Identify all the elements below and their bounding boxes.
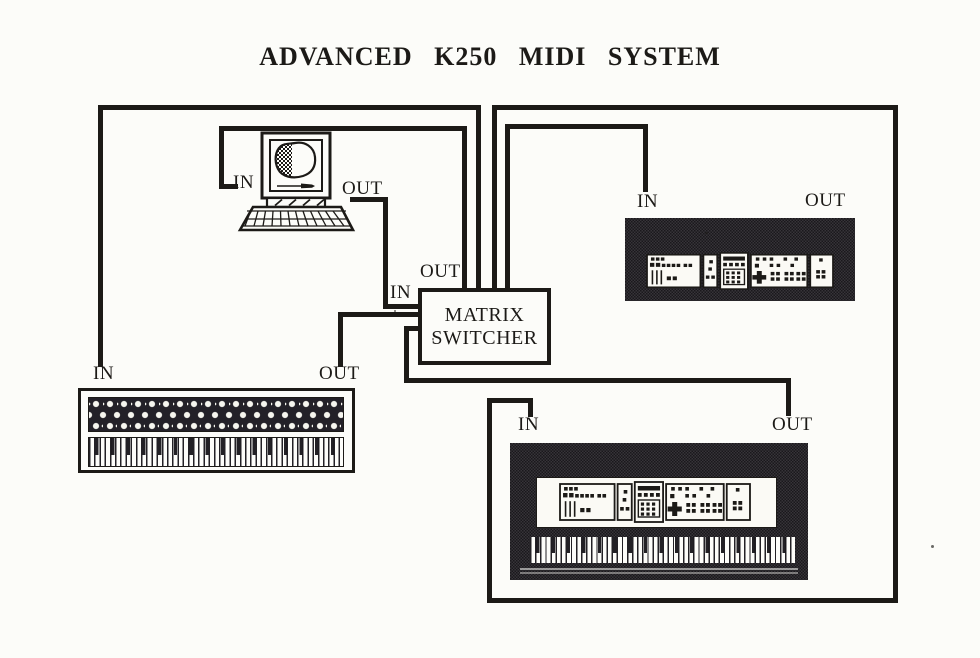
scan-speck [705,232,708,234]
k250-trim-line [520,568,798,570]
switcher-out-port-label: OUT [420,261,461,282]
keyboard-right-out-label: OUT [772,414,813,435]
wire-kbdleft-in-drop [476,105,481,290]
expander-out-label: OUT [805,190,846,211]
expander-in-label: IN [637,191,659,212]
page-title: ADVANCED K250 MIDI SYSTEM [259,42,721,71]
wire-computer-in-drop [462,126,467,290]
computer-keyboard-grid [243,210,350,227]
scan-speck [931,545,934,548]
synth-knob-panel [88,397,344,432]
expander-control-panel [646,252,834,290]
scan-speck [394,310,396,312]
computer-out-label: OUT [342,178,383,199]
wire-kbdright-out-from-box [404,326,418,331]
keyboard-left-in-label: IN [93,363,115,384]
keyboard-left-out-label: OUT [319,363,360,384]
k250-trim-line-2 [520,572,798,574]
screen-blob-dither [275,142,292,178]
k250-piano-keys [530,537,795,563]
wire-rack-in-stub [643,124,648,192]
wire-computer-out-into-box [383,304,418,309]
computer-illustration [237,131,356,232]
screen-pencil-tip [301,183,315,189]
wire-computer-in-horizontal [219,126,467,131]
wire-kbdright-in-shelf [487,398,533,403]
matrix-switcher-label-line1: MATRIX [444,303,525,326]
wire-kbdright-in-left-vertical [487,400,492,603]
synth-piano-keys [88,437,344,467]
expander-module [625,218,855,301]
wire-kbdright-in-top [492,105,897,110]
wire-kbdright-out-horizontal [404,378,791,383]
keyboard-right-in-label: IN [518,414,540,435]
scan-speck [432,338,434,340]
matrix-switcher-box: MATRIX SWITCHER [418,288,551,365]
k250-black-keys [530,537,795,553]
matrix-switcher-label-line2: SWITCHER [431,326,538,349]
keyboard-synth [78,388,355,473]
switcher-in-port-label: IN [390,282,412,303]
wire-kbdleft-in-horizontal [98,105,481,110]
wire-kbdleft-in-vertical [98,105,103,367]
computer-base-vents [274,198,325,207]
wire-computer-in-foot [219,184,238,189]
wire-kbdright-in-bottom [487,598,898,603]
wire-kbdright-out-vertical [404,326,409,382]
wire-kbdright-in-drop [492,105,497,290]
wire-kbdright-in-stub [528,398,533,417]
k250-control-panel [559,481,751,523]
wire-computer-in-hook [219,126,224,189]
wire-rack-in-horizontal [505,124,648,129]
wire-computer-out-shelf [350,197,388,202]
synth-black-keys [89,438,343,456]
wire-kbdleft-out-into-box [338,312,418,317]
wire-kbdright-out-stub [786,378,791,416]
wire-kbdleft-out-stub [338,316,343,367]
wire-rack-in-drop [505,124,510,290]
k250-keyboard [510,443,808,580]
computer-in-label: IN [233,172,255,193]
k250-panel-strip [536,477,777,528]
wire-kbdright-in-right-vertical [893,105,898,603]
wire-computer-out-vertical [383,197,388,309]
